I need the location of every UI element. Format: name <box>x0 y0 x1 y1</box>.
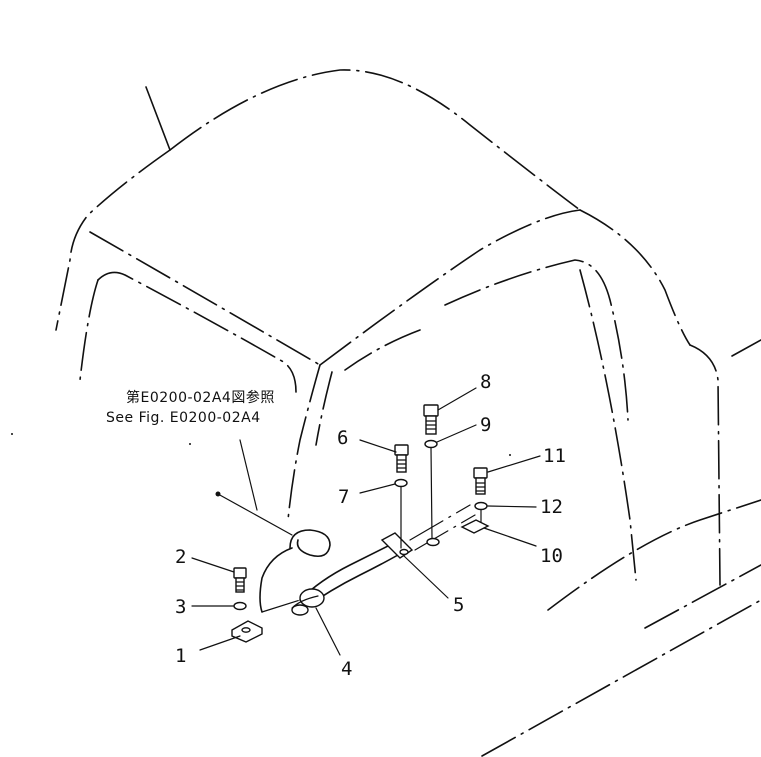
bolt-8-mount-hole <box>426 537 440 547</box>
bracket-part-10 <box>460 519 490 534</box>
bolt-part-8 <box>423 404 439 435</box>
callout-1: 1 <box>175 645 186 667</box>
reference-note-en: See Fig. E0200-02A4 <box>106 410 261 426</box>
bolt-part-11 <box>473 467 488 495</box>
washer-part-3 <box>233 601 247 611</box>
callout-2: 2 <box>175 546 186 568</box>
wire-harness <box>215 491 476 613</box>
scan-dot <box>189 443 191 445</box>
callout-4: 4 <box>341 658 352 680</box>
clamp-part-5 <box>380 532 414 559</box>
grommet-part-4 <box>291 588 325 616</box>
bracket-part-1 <box>231 620 263 643</box>
callout-11: 11 <box>543 445 566 467</box>
cab-outline <box>55 69 761 757</box>
bolt-part-2 <box>233 567 247 593</box>
bolt-8-axis-line <box>430 447 433 539</box>
callout-3: 3 <box>175 596 186 618</box>
reference-note-jp: 第E0200-02A4図参照 <box>126 389 275 406</box>
leader-lines <box>191 387 541 656</box>
scan-dot <box>509 454 511 456</box>
scan-dot <box>11 433 13 435</box>
callout-7: 7 <box>338 486 349 508</box>
callout-6: 6 <box>337 427 348 449</box>
washer-part-12 <box>474 501 488 511</box>
callout-5: 5 <box>453 594 464 616</box>
callout-9: 9 <box>480 414 491 436</box>
bolt-part-6 <box>394 444 409 473</box>
callout-10: 10 <box>540 545 563 567</box>
washer-part-9 <box>424 439 438 449</box>
callout-12: 12 <box>540 496 563 518</box>
washer-part-7 <box>394 478 408 488</box>
callout-8: 8 <box>480 371 491 393</box>
